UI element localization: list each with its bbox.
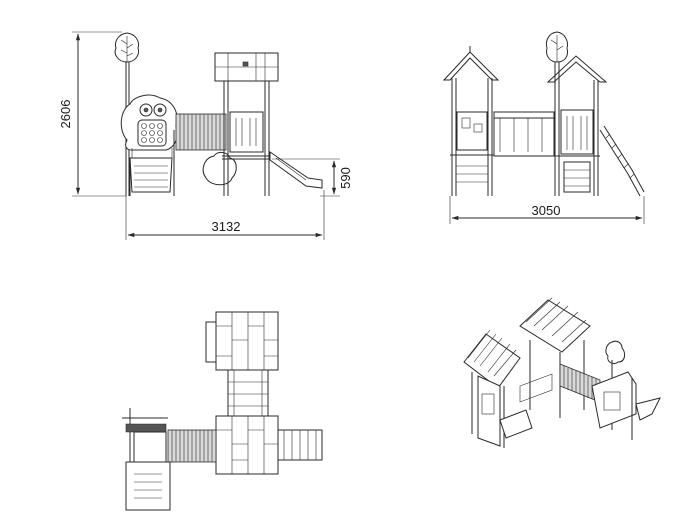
iso-middle-house bbox=[519, 297, 591, 418]
crawl-tube bbox=[175, 113, 227, 151]
side-slide bbox=[269, 151, 323, 189]
owl-steps bbox=[129, 130, 175, 196]
front-right-roof bbox=[546, 55, 608, 83]
front-view: 3050 bbox=[442, 31, 645, 224]
side-view: 2606 bbox=[58, 31, 353, 240]
side-width-dimension: 3132 bbox=[125, 190, 325, 240]
top-slide bbox=[277, 429, 323, 461]
top-view bbox=[122, 311, 323, 511]
front-chain-ladder bbox=[599, 125, 645, 197]
top-lower-roof bbox=[215, 415, 279, 475]
front-width-label: 3050 bbox=[532, 203, 561, 218]
bush-panel bbox=[202, 151, 237, 186]
top-upper-roof bbox=[205, 311, 279, 371]
front-bridge bbox=[493, 111, 555, 157]
iso-right-tower bbox=[591, 340, 661, 440]
side-roof bbox=[214, 52, 279, 82]
isometric-view bbox=[463, 297, 661, 448]
front-tree-sign bbox=[545, 31, 568, 63]
front-left-tower bbox=[450, 78, 496, 196]
top-bridge bbox=[227, 369, 269, 417]
side-tower bbox=[222, 81, 272, 196]
platform-height-label: 590 bbox=[338, 167, 353, 189]
side-height-label: 2606 bbox=[58, 100, 73, 129]
front-width-dimension: 3050 bbox=[449, 196, 645, 224]
owl-panel bbox=[120, 94, 178, 158]
side-width-label: 3132 bbox=[212, 219, 241, 234]
iso-left-house bbox=[463, 329, 533, 448]
side-height-dimension: 2606 bbox=[58, 31, 126, 197]
top-owl-tower bbox=[122, 408, 171, 511]
owl-abacus bbox=[141, 123, 163, 143]
front-left-roof bbox=[442, 46, 500, 81]
platform-height-dimension: 590 bbox=[272, 158, 353, 197]
top-tube bbox=[167, 429, 217, 463]
front-right-tower bbox=[553, 62, 600, 196]
